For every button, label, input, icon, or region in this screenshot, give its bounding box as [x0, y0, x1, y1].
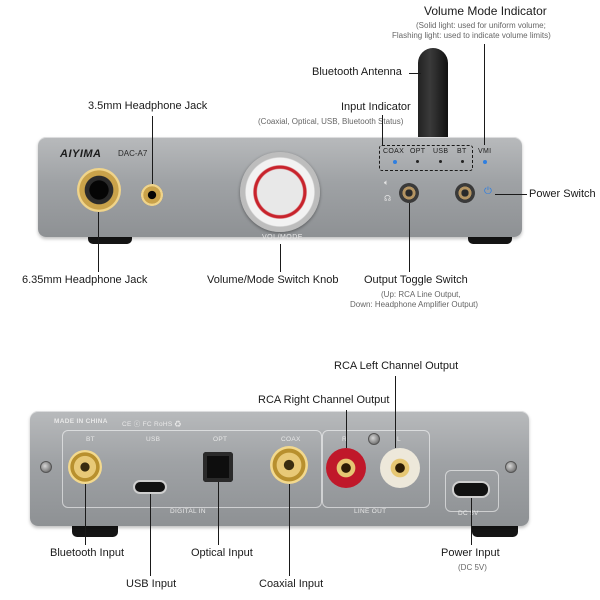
digital-in-group — [62, 430, 322, 508]
made-in-label: MADE IN CHINA — [54, 418, 108, 425]
speaker-icon: 🔈︎ — [384, 178, 389, 187]
indicator-coax: COAX — [383, 148, 405, 155]
led-coax — [393, 160, 397, 164]
cert-marks: CE ⓒ FC RoHS ♻ — [122, 421, 182, 428]
leader-power — [495, 194, 527, 195]
optical-input-port[interactable] — [203, 452, 233, 482]
indicator-usb: USB — [433, 148, 449, 155]
callout-output-toggle-sub2: Down: Headphone Amplifier Output) — [350, 300, 479, 309]
indicator-opt: OPT — [410, 148, 426, 155]
input-indicator-box — [379, 145, 473, 171]
callout-output-toggle-sub1: (Up: RCA Line Output, — [381, 290, 461, 299]
coaxial-input-port[interactable] — [270, 446, 308, 484]
leader-usb — [150, 494, 151, 576]
led-usb — [439, 160, 442, 163]
callout-bluetooth-input: Bluetooth Input — [50, 547, 125, 559]
callout-input-indicator: Input Indicator — [341, 101, 411, 113]
callout-input-indicator-sub: (Coaxial, Optical, USB, Bluetooth Status… — [258, 117, 404, 126]
callout-usb-input: USB Input — [126, 578, 177, 590]
power-icon: ⏻ — [484, 186, 492, 197]
rca-left-output[interactable] — [380, 448, 420, 488]
callout-volume-knob: Volume/Mode Switch Knob — [207, 274, 339, 286]
leader-coax — [289, 484, 290, 576]
callout-power-input-sub: (DC 5V) — [458, 563, 487, 572]
leader-bt-in — [85, 484, 86, 545]
callout-output-toggle: Output Toggle Switch — [364, 274, 468, 286]
leader-knob — [280, 244, 281, 272]
leader-opt — [218, 482, 219, 545]
callout-vmi-sub2: Flashing light: used to indicate volume … — [392, 31, 551, 40]
callout-power-input: Power Input — [441, 547, 500, 559]
label-dc: DC 5V — [458, 510, 479, 517]
callout-bluetooth-antenna: Bluetooth Antenna — [312, 66, 402, 78]
brand-logo: AIYIMA — [60, 148, 102, 160]
callout-rca-right: RCA Right Channel Output — [258, 394, 390, 406]
headphone-635-jack[interactable] — [77, 168, 121, 212]
screw-left — [40, 461, 52, 473]
screw-right — [505, 461, 517, 473]
callout-vmi-sub1: (Solid light: used for uniform volume; — [416, 21, 546, 30]
callout-volume-mode-indicator: Volume Mode Indicator — [424, 4, 547, 18]
callout-optical-input: Optical Input — [191, 547, 253, 559]
callout-coaxial-input: Coaxial Input — [259, 578, 324, 590]
screw-center — [368, 433, 380, 445]
label-digital-in: DIGITAL IN — [170, 508, 206, 515]
label-bt: BT — [86, 436, 95, 443]
leader-635 — [98, 212, 99, 272]
leader-rca-right — [346, 410, 347, 448]
leader-35 — [152, 116, 153, 184]
led-bt — [461, 160, 464, 163]
leader-antenna — [409, 73, 421, 74]
leader-toggle — [409, 203, 410, 272]
callout-power-switch: Power Switch — [529, 188, 596, 200]
power-input-port[interactable] — [452, 481, 490, 498]
led-opt — [416, 160, 419, 163]
bluetooth-input-port[interactable] — [68, 450, 102, 484]
label-line-out: LINE OUT — [354, 508, 387, 515]
headphone-icon: ☊ — [384, 194, 392, 203]
rca-right-output[interactable] — [326, 448, 366, 488]
power-switch[interactable] — [455, 183, 475, 203]
indicator-vmi: VMI — [478, 148, 492, 155]
label-r: R — [342, 436, 347, 443]
callout-rca-left: RCA Left Channel Output — [334, 360, 459, 372]
led-vmi — [483, 160, 487, 164]
dc-group — [445, 470, 499, 512]
label-opt: OPT — [213, 436, 228, 443]
output-toggle-switch[interactable] — [399, 183, 419, 203]
line-out-group — [322, 430, 430, 508]
callout-headphone-35: 3.5mm Headphone Jack — [88, 100, 208, 112]
leader-power-in — [471, 498, 472, 545]
bluetooth-antenna — [418, 48, 448, 143]
leader-input-indicator — [382, 115, 383, 145]
leader-rca-left — [395, 376, 396, 448]
headphone-35-jack[interactable] — [141, 184, 163, 206]
label-l: L — [397, 436, 401, 443]
leader-vmi — [484, 44, 485, 145]
label-coax: COAX — [281, 436, 301, 443]
volume-knob[interactable] — [240, 152, 320, 232]
knob-label: VOL/MODE — [262, 234, 303, 241]
callout-headphone-635: 6.35mm Headphone Jack — [22, 274, 148, 286]
indicator-bt: BT — [457, 148, 467, 155]
model-label: DAC-A7 — [118, 149, 148, 158]
usb-input-port[interactable] — [133, 480, 167, 494]
label-usb: USB — [146, 436, 161, 443]
